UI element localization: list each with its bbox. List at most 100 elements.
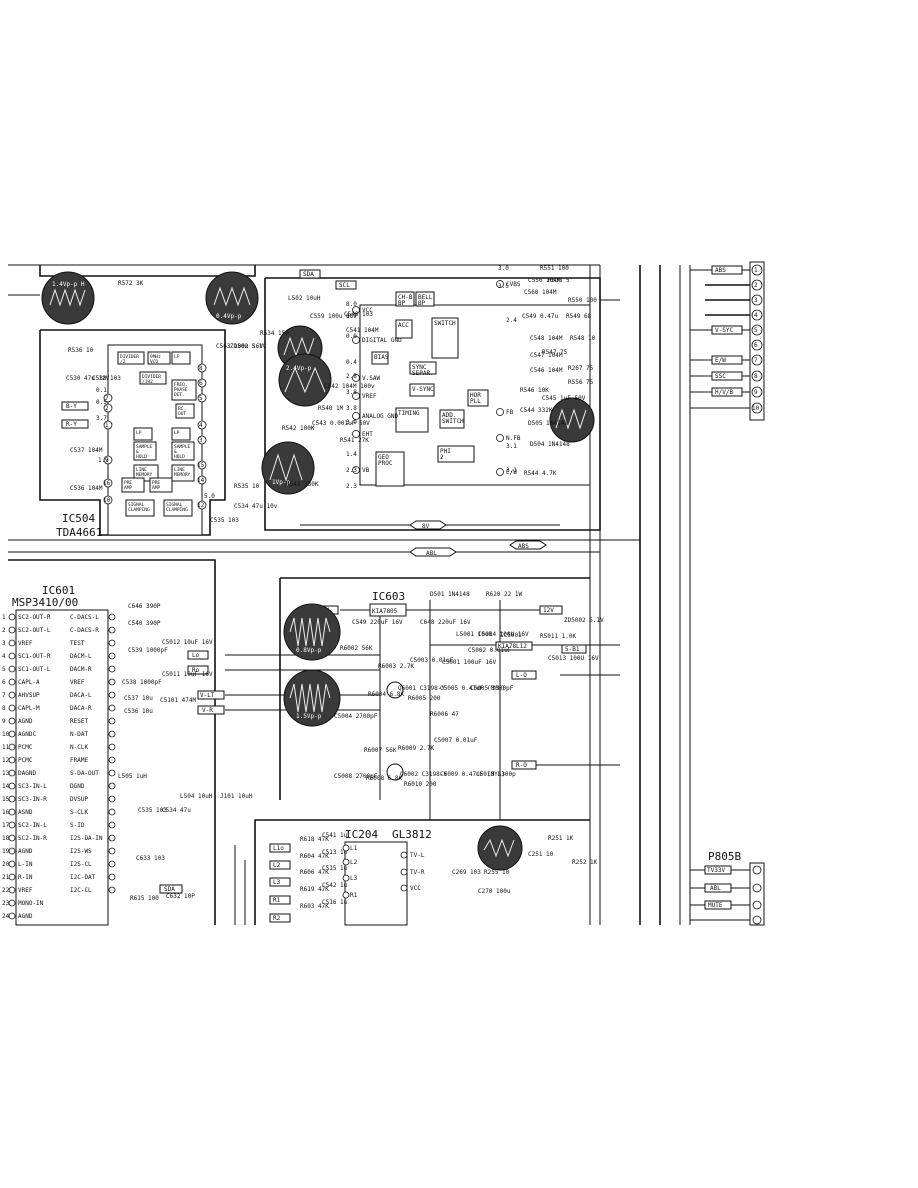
connector-tag (711, 265, 743, 275)
ic601-pin (8, 665, 16, 673)
voltage-reading: 1.4 (346, 451, 357, 458)
tda-block-label: PHASE (174, 387, 188, 393)
geo-pin-label: EHT (362, 431, 373, 438)
part-label: L505 1uH (118, 773, 147, 780)
part-label: C5008 2700pF (334, 773, 378, 780)
part-label: C648 220uF 16V (420, 619, 471, 626)
part-label: R615 100 (130, 895, 159, 902)
tag-sda-top: SDA (303, 271, 314, 278)
ic204-pin-label: R1 (350, 892, 358, 899)
ic601-pin (108, 691, 116, 699)
part-label: C543 0.001uF 50V (312, 420, 370, 427)
connector-tag (711, 325, 743, 335)
tda-block-label: AMP (152, 485, 160, 491)
part-label: R6003 2.7K (378, 663, 415, 670)
ic601-pin (108, 652, 116, 660)
voltage-reading: 5.0 (204, 493, 215, 500)
ic601-pin-name: CAPL-M (18, 705, 40, 712)
voltage-reading: 8.0 (346, 301, 357, 308)
connector-pin (751, 294, 763, 306)
ic601-pin (108, 639, 116, 647)
part-label: C5005 0.47uF (MYL) (440, 685, 505, 692)
geo-pin-label: ANALOG GND (362, 413, 399, 420)
tag-v-r: V-R (202, 707, 213, 714)
ic601-pin-name: SC3-IN-L (18, 783, 47, 790)
voltage-reading: 0.0 (346, 333, 357, 340)
geo-block-label: SWITCH (434, 320, 456, 327)
geo-pin-label: VB (362, 467, 370, 474)
geo-pin (352, 306, 360, 314)
tda-block-label: LINE (136, 467, 147, 473)
part-label: R618 47K (300, 836, 329, 843)
ic601-pin (108, 743, 116, 751)
ic603-block: IC603 KIA7805 IC5001 KIA78L12 (369, 590, 533, 781)
ic204-pin (342, 874, 350, 882)
ic504-part: TDA4661 (56, 526, 102, 539)
tda-block-label: 9MHz (150, 354, 161, 360)
tda-block-label: DIVIDER (142, 374, 161, 380)
part-label: C5004 2700pF (334, 713, 378, 720)
tda-block-label: & (174, 449, 177, 455)
ic601-pin-name: SC3-IN-R (18, 796, 47, 803)
ic601-pin-name: C-DACS-R (70, 627, 99, 634)
tda-block-label: /2 (120, 359, 126, 365)
connector-tag (711, 387, 743, 397)
geo-block (375, 451, 405, 487)
connector-tag (711, 355, 743, 365)
ic504-block: DIVIDER/29MHzVCOLPDIVIDER/192FREQ.PHASED… (56, 344, 207, 539)
ic601-pin-name: MONO-IN (18, 900, 44, 907)
part-label: R620 22 1W (486, 591, 523, 598)
ic5001-part: KIA78L12 (498, 643, 527, 650)
ic601-part: MSP3410/00 (12, 596, 78, 609)
ic601-pin (8, 873, 16, 881)
ic601-pin (8, 795, 16, 803)
part-label: C269 103 (452, 869, 481, 876)
geo-pin-label: N.FB (506, 435, 521, 442)
voltage-reading: 0.4 (346, 359, 357, 366)
scope-7: 0.8Vp-p (283, 603, 341, 661)
ic601-pin-name: SC2-IN-R (18, 835, 47, 842)
tda-block (125, 499, 155, 517)
ic601-pin-number: 14 (2, 783, 10, 790)
ic601-ref: IC601 (42, 584, 75, 597)
part-label: Q6001 C3198-Y (398, 685, 445, 692)
ic601-pin-name: SC2-OUT-L (18, 627, 51, 634)
connector-tag-label: SSC (715, 373, 726, 380)
tda-block (121, 477, 145, 493)
part-label: R6006 47 (430, 711, 459, 718)
wiring (8, 264, 755, 925)
ic601-pin-name: AGND (18, 913, 33, 920)
geo-block-label: 2 (440, 454, 444, 461)
ic601-pin-name: AGNDC (18, 731, 36, 738)
part-label: C549 0.47u (522, 313, 559, 320)
ic204-input-tag-label: R2 (273, 915, 281, 922)
connector-tag-label: V-SYC (715, 327, 733, 334)
geo-block (467, 389, 489, 407)
svg-text:7: 7 (105, 395, 109, 402)
part-label: L502 10uH (288, 295, 321, 302)
part-label: C544 332K (520, 407, 553, 414)
part-label: R606 47K (300, 869, 329, 876)
ic601-pin (108, 769, 116, 777)
part-label: C547 104M (530, 352, 563, 359)
geo-block-label: TIMING (398, 410, 420, 417)
svg-text:8: 8 (199, 365, 203, 372)
tag-abl: ABL (426, 550, 437, 557)
ic601-pin-number: 21 (2, 874, 10, 881)
voltage-reading: 0.7 (346, 313, 357, 320)
ic601-pin-name: I2C-DAT (70, 874, 96, 881)
svg-text:9: 9 (105, 457, 109, 464)
ic601-pin-name: I2S-WS (70, 848, 92, 855)
svg-text:3: 3 (199, 437, 203, 444)
ic601-pin-name: I2C-CL (70, 887, 92, 894)
tda-block (139, 371, 167, 385)
ic601-pin-name: DACM-L (70, 653, 92, 660)
part-label: C5013 100U 16V (548, 655, 599, 662)
scope-9 (477, 825, 523, 871)
ic601-pin-name: TEST (70, 640, 85, 647)
part-label: R536 10 (68, 347, 94, 354)
connector-pin (751, 402, 763, 414)
ic601-pin (108, 847, 116, 855)
ic204-pin-label: L1 (350, 845, 358, 852)
